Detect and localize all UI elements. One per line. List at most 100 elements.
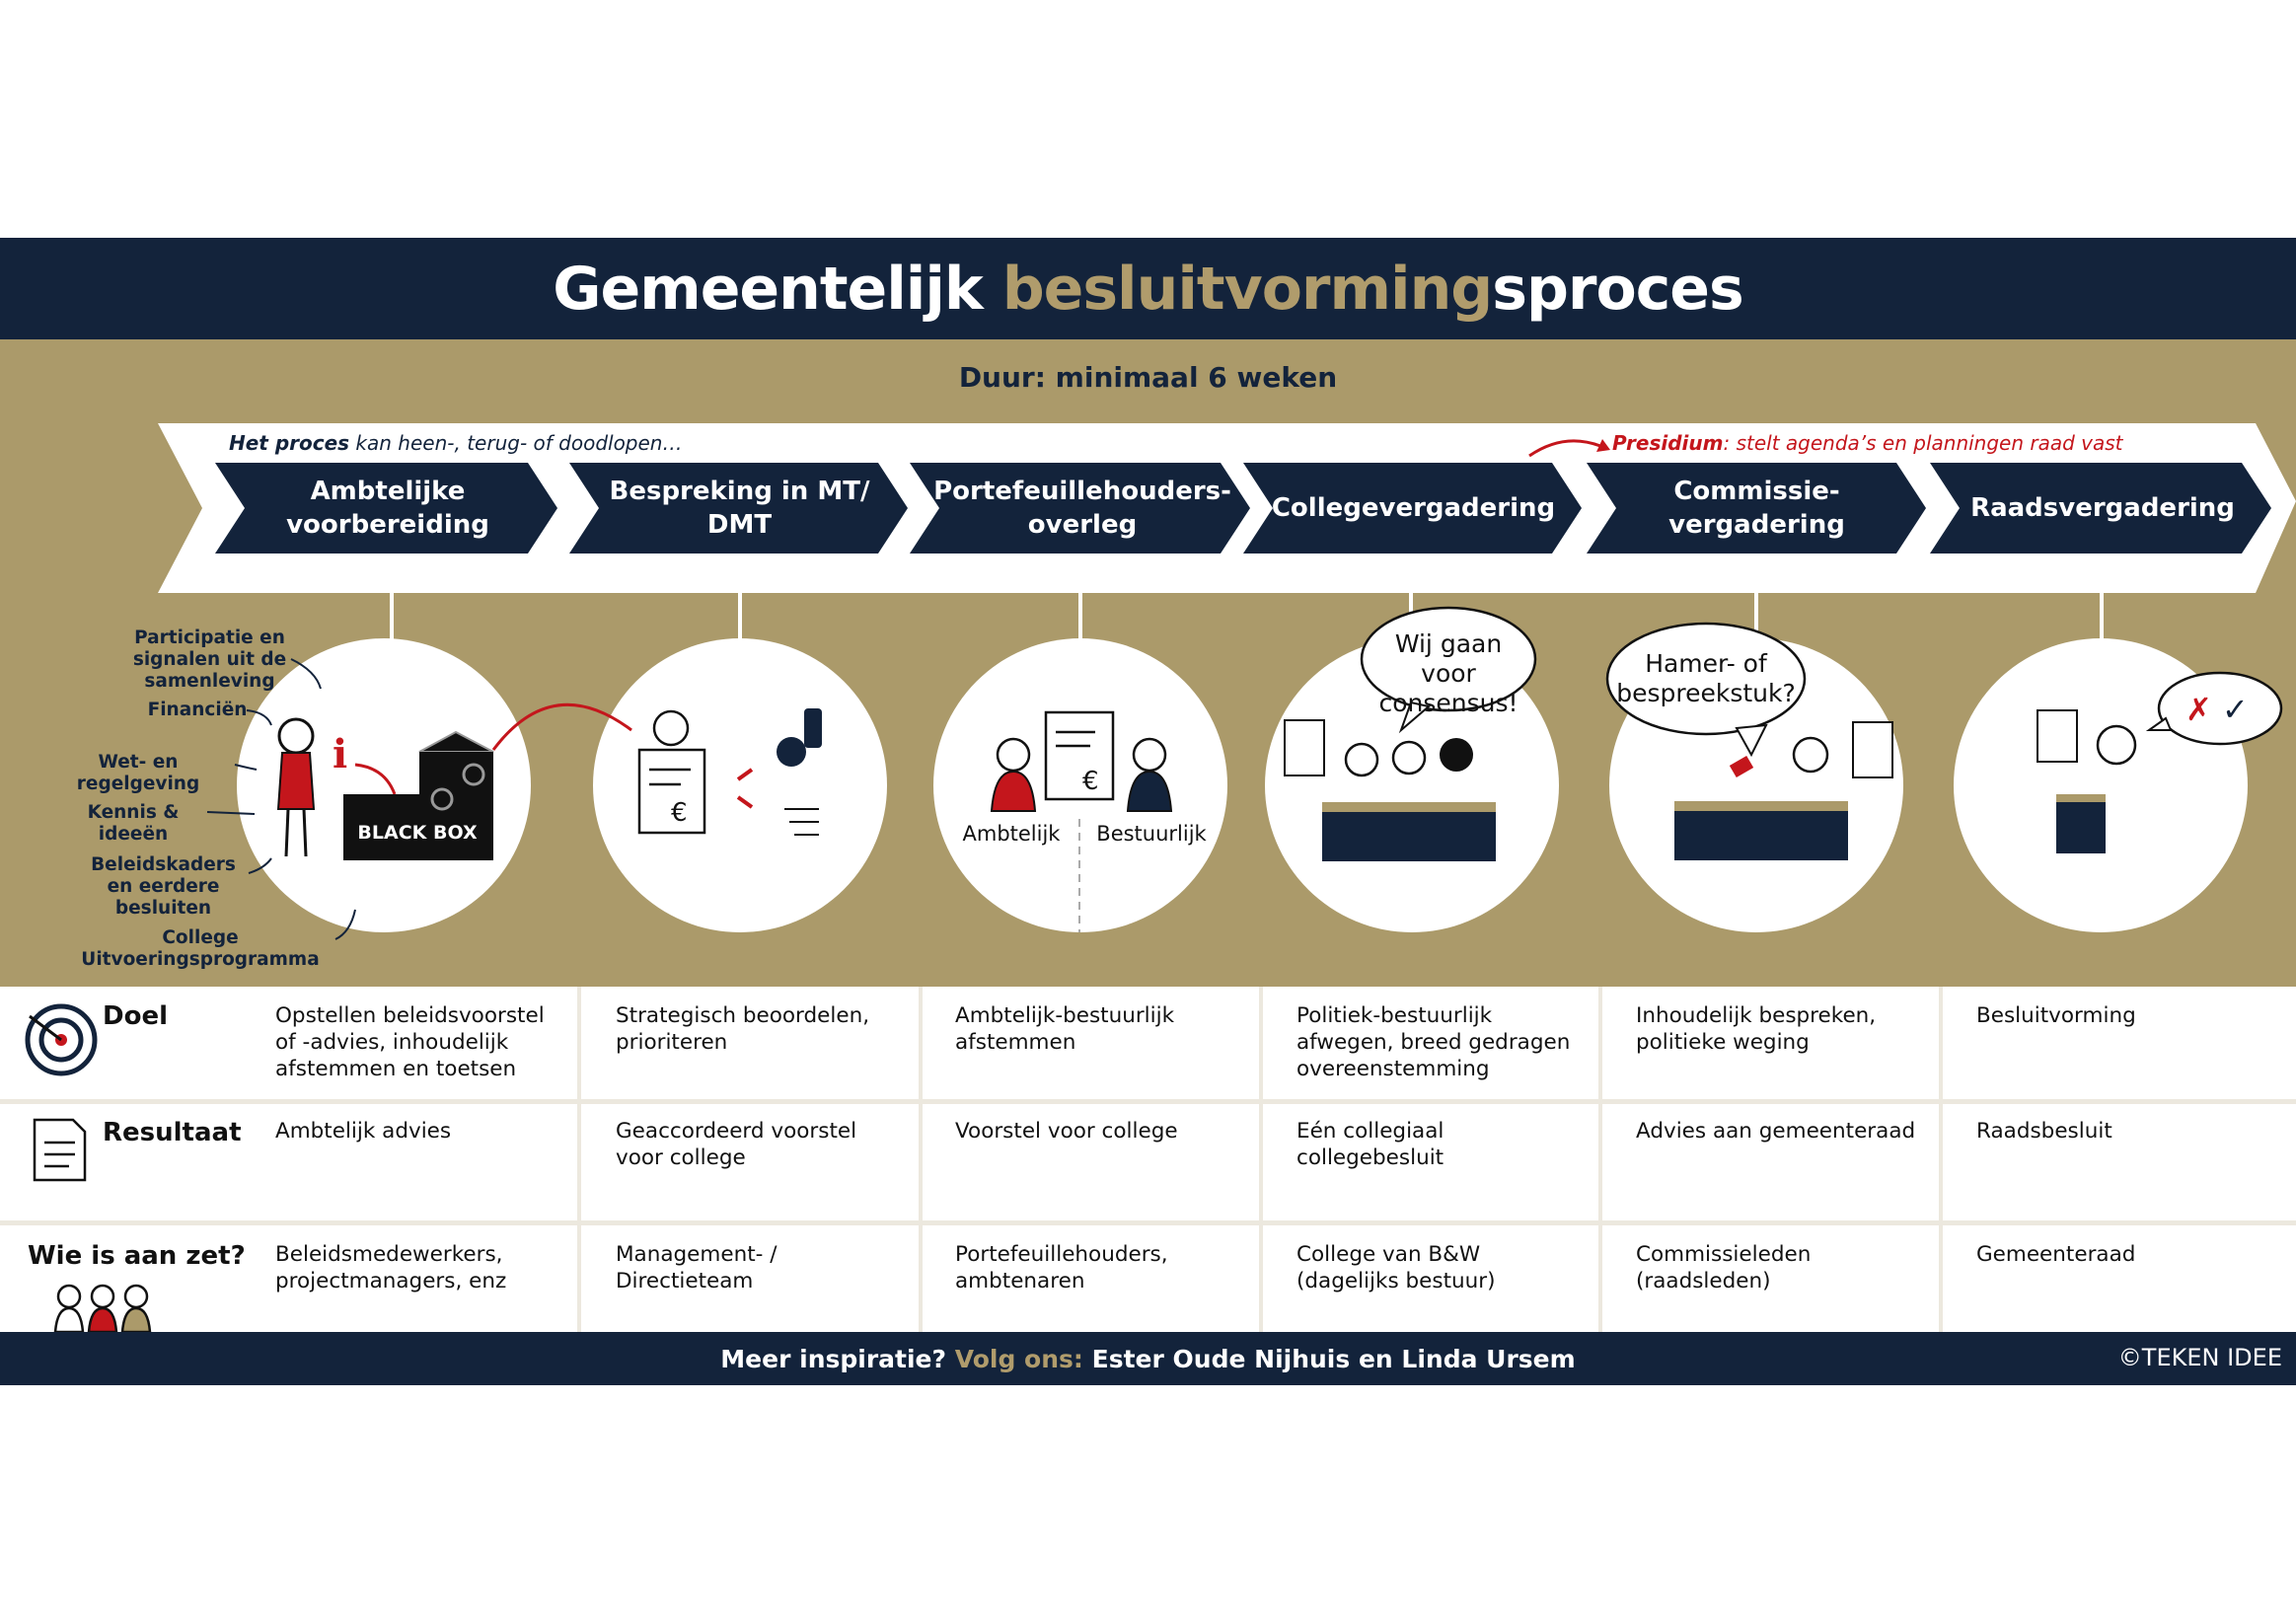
resultaat-cell-5: Advies aan gemeenteraad <box>1636 1119 1916 1144</box>
bestuurlijk-person-icon <box>1126 737 1173 812</box>
duration-label: Duur: minimaal 6 weken <box>958 361 1338 394</box>
commissie-speech-bubble-icon <box>1605 622 1807 758</box>
presidium-note-bold: Presidium <box>1612 431 1724 455</box>
bestuurlijk-label: Bestuurlijk <box>1096 822 1207 846</box>
title-part-1: Gemeentelijk <box>553 254 1002 324</box>
black-box-label: BLACK BOX <box>357 822 478 844</box>
doel-cell-3: Ambtelijk-bestuurlijk afstemmen <box>955 1003 1175 1055</box>
process-note-bold: Het proces <box>229 431 350 455</box>
connector-5 <box>1754 593 1758 642</box>
step-chevron-4 <box>1243 463 1582 554</box>
row-divider <box>0 1099 2296 1104</box>
raad-speech-bubble-icon: ✗ ✓ <box>2145 671 2283 746</box>
people-icon <box>53 1284 152 1334</box>
civil-servant-figure-icon: i <box>276 717 347 857</box>
row-divider <box>0 1220 2296 1225</box>
document-icon <box>33 1118 87 1182</box>
footer-text: Meer inspiratie? <box>720 1344 947 1373</box>
doel-cell-2: Strategisch beoordelen, prioriteren <box>616 1003 870 1055</box>
wie-cell-5: Commissieleden (raadsleden) <box>1636 1242 1812 1293</box>
commissie-table-icon <box>1674 721 1893 860</box>
resultaat-cell-1: Ambtelijk advies <box>275 1119 452 1144</box>
college-table-icon <box>1284 719 1496 861</box>
footer: Meer inspiratie? Volg ons: Ester Oude Ni… <box>0 1332 2296 1385</box>
input-uitvoeringsprogramma: College Uitvoeringsprogramma <box>81 927 320 970</box>
college-speech-bubble-icon <box>1360 606 1537 734</box>
svg-text:€: € <box>671 798 688 828</box>
step-bespreking-mt: Bespreking in MT/ DMT <box>609 477 870 540</box>
svg-text:i: i <box>333 731 347 777</box>
proposal-document-icon: € <box>637 709 706 835</box>
step-ambtelijke-voorbereiding: Ambtelijke voorbereiding <box>286 477 489 540</box>
page-title: Gemeentelijk besluitvormingsproces <box>553 254 1743 324</box>
handover-arrow-icon <box>491 702 632 751</box>
ambtelijk-person-icon <box>990 737 1037 812</box>
strategy-icons <box>736 708 822 836</box>
row-label-resultaat: Resultaat <box>103 1118 242 1147</box>
wie-cell-6: Gemeenteraad <box>1976 1242 2136 1267</box>
resultaat-cell-6: Raadsbesluit <box>1976 1119 2112 1144</box>
footer-follow: Volg ons: <box>954 1344 1083 1373</box>
wie-cell-2: Management- / Directieteam <box>616 1242 778 1293</box>
ambtelijk-label: Ambtelijk <box>963 822 1062 846</box>
step-chevron-2 <box>569 463 908 554</box>
row-label-doel: Doel <box>103 1001 168 1031</box>
process-note: Het proces kan heen-, terug- of doodlope… <box>229 431 682 455</box>
wie-cell-4: College van B&W (dagelijks bestuur) <box>1296 1242 1496 1293</box>
black-box-icon <box>343 730 494 860</box>
input-beleidskaders: Beleidskaders en eerdere besluiten <box>91 854 236 919</box>
presidium-arrow <box>1528 439 1601 458</box>
connector-3 <box>1078 593 1082 642</box>
title-bar: Gemeentelijk besluitvormingsproces <box>0 238 2296 339</box>
process-note-text: kan heen-, terug- of doodlopen… <box>349 431 683 455</box>
title-part-3: sproces <box>1492 254 1743 324</box>
input-arrows-icon <box>206 658 356 940</box>
resultaat-cell-3: Voorstel voor college <box>955 1119 1178 1144</box>
footer-authors[interactable]: Ester Oude Nijhuis en Linda Ursem <box>1091 1344 1576 1373</box>
resultaat-cell-4: Eén collegiaal collegebesluit <box>1296 1119 1444 1170</box>
resultaat-cell-2: Geaccordeerd voorstel voor college <box>616 1119 857 1170</box>
input-wetgeving: Wet- en regelgeving <box>76 752 200 794</box>
doel-cell-6: Besluitvorming <box>1976 1003 2136 1028</box>
title-part-2: besluitvorming <box>1001 254 1494 324</box>
step-collegevergadering: Collegevergadering <box>1271 493 1556 523</box>
doel-cell-5: Inhoudelijk bespreken, politieke weging <box>1636 1003 1877 1055</box>
connector-2 <box>738 593 742 642</box>
presidium-arrowhead <box>1596 439 1610 452</box>
speaker-podium-icon <box>2037 709 2137 853</box>
step-commissievergadering: Commissie-vergadering <box>1668 477 1845 540</box>
shared-document-icon: € <box>1044 710 1115 801</box>
step-raadsvergadering: Raadsvergadering <box>1970 493 2235 523</box>
copyright: ©TEKEN IDEE <box>2117 1344 2282 1371</box>
presidium-note-text: : stelt agenda’s en planningen raad vast <box>1723 431 2123 455</box>
wie-cell-3: Portefeuillehouders, ambtenaren <box>955 1242 1168 1293</box>
step-chevron-5 <box>1587 463 1926 554</box>
doel-cell-4: Politiek-bestuurlijk afwegen, breed gedr… <box>1296 1003 1571 1081</box>
connector-1 <box>390 593 394 642</box>
input-kennis: Kennis & ideeën <box>87 802 180 845</box>
college-speech-text: Wij gaan voor consensus! <box>1378 629 1518 717</box>
input-financien: Financiën <box>147 700 248 720</box>
doel-cell-1: Opstellen beleidsvoorstel of -advies, in… <box>275 1003 545 1081</box>
column-divider <box>1598 987 1602 1332</box>
step-portefeuillehouders: Portefeuillehouders-overleg <box>933 477 1231 540</box>
presidium-note: Presidium: stelt agenda’s en planningen … <box>1612 431 2123 455</box>
svg-text:€: € <box>1082 767 1099 796</box>
svg-text:✗: ✗ <box>2185 691 2212 728</box>
info-table <box>0 987 2296 1332</box>
step-chevron-3 <box>910 463 1250 554</box>
connector-6 <box>2100 593 2104 642</box>
target-icon <box>25 1003 98 1076</box>
info-arrow-icon <box>354 763 397 795</box>
row-label-wie: Wie is aan zet? <box>28 1241 246 1271</box>
commissie-speech-text: Hamer- of bespreekstuk? <box>1616 649 1796 707</box>
column-divider <box>1939 987 1943 1332</box>
column-divider <box>577 987 581 1332</box>
input-participatie: Participatie en signalen uit de samenlev… <box>132 627 287 692</box>
column-divider <box>919 987 923 1332</box>
wie-cell-1: Beleidsmedewerkers, projectmanagers, enz <box>275 1242 507 1293</box>
step-chevron-1 <box>215 463 557 554</box>
